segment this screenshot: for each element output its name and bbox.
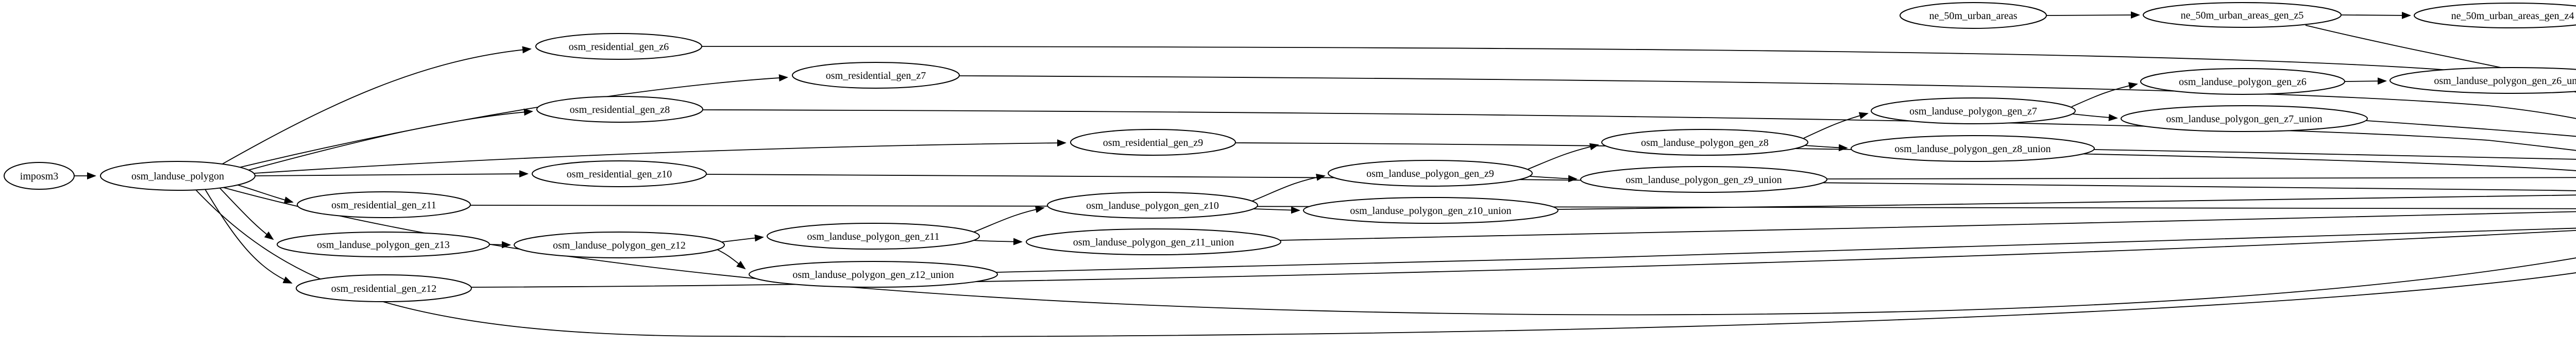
edge-gen-z11-gen-z10: [973, 206, 1045, 233]
edge-gen-z10-gen-z9: [1251, 173, 1326, 202]
node-osm-landuse-polygon-gen-z11-union-label: osm_landuse_polygon_gen_z11_union: [1073, 237, 1234, 248]
edge-gen-z7-z7-union: [2072, 113, 2118, 121]
node-osm-landuse-polygon-gen-z7-union-label: osm_landuse_polygon_gen_z7_union: [2166, 113, 2322, 125]
node-osm-landuse-polygon-gen-z9-union: osm_landuse_polygon_gen_z9_union: [1580, 166, 1827, 193]
node-osm-landuse-polygon: osm_landuse_polygon: [100, 161, 256, 191]
node-osm-landuse-polygon-gen-z7-label: osm_landuse_polygon_gen_z7: [1909, 106, 2037, 117]
node-osm-landuse-polygon-gen-z12-union-label: osm_landuse_polygon_gen_z12_union: [792, 269, 954, 281]
edge-gen-z12-gen-z11: [722, 234, 764, 242]
node-osm-residential-gen-z10: osm_residential_gen_z10: [532, 160, 707, 187]
node-osm-landuse-polygon-gen-z6-union-label: osm_landuse_polygon_gen_z6_union: [2434, 75, 2576, 87]
edge-gen-z9-z9-union: [1530, 175, 1578, 183]
node-osm-residential-gen-z8: osm_residential_gen_z8: [536, 96, 703, 123]
node-ne-50m-urban-areas: ne_50m_urban_areas: [1900, 2, 2047, 29]
node-osm-landuse-polygon-gen-z11-union: osm_landuse_polygon_gen_z11_union: [1026, 228, 1281, 255]
edge-res-z9-row-z9: [1235, 142, 2576, 171]
node-ne-50m-urban-areas-gen-z4: ne_50m_urban_areas_gen_z4: [2414, 3, 2576, 28]
nodes: imposm3 osm_landuse_polygon osm_resident…: [4, 2, 2576, 302]
edge-gen-z8-gen-z7: [1803, 112, 1869, 139]
node-osm-landuse-polygon-gen-z9-label: osm_landuse_polygon_gen_z9: [1366, 168, 1494, 179]
node-osm-residential-gen-z7: osm_residential_gen_z7: [792, 62, 960, 89]
node-osm-landuse-polygon-gen-z8-union-label: osm_landuse_polygon_gen_z8_union: [1894, 143, 2050, 155]
node-osm-landuse-polygon-gen-z10-union-label: osm_landuse_polygon_gen_z10_union: [1350, 205, 1511, 217]
node-osm-residential-gen-z7-label: osm_residential_gen_z7: [826, 70, 926, 81]
node-ne-50m-urban-areas-gen-z5-label: ne_50m_urban_areas_gen_z5: [2181, 10, 2304, 21]
node-osm-landuse-polygon-gen-z12-union: osm_landuse_polygon_gen_z12_union: [749, 261, 998, 288]
node-osm-landuse-polygon-label: osm_landuse_polygon: [131, 171, 224, 182]
edge-gen-z12-z12-union: [717, 249, 746, 270]
node-osm-landuse-polygon-gen-z6: osm_landuse_polygon_gen_z6: [2140, 68, 2345, 95]
node-osm-landuse-polygon-gen-z12-label: osm_landuse_polygon_gen_z12: [553, 240, 686, 251]
edge-olp-res-z12: [205, 189, 293, 284]
edge-olp-res-z10: [255, 170, 529, 178]
node-imposm3: imposm3: [4, 162, 75, 190]
node-osm-landuse-polygon-gen-z7: osm_landuse_polygon_gen_z7: [1871, 97, 2076, 124]
edge-gen-z9-gen-z8: [1528, 143, 1599, 170]
edge-res-z8-row-z8: [702, 109, 2576, 151]
edge-gen-z11-z11-union: [972, 238, 1023, 245]
node-osm-residential-gen-z6-label: osm_residential_gen_z6: [569, 41, 669, 53]
node-osm-landuse-polygon-gen-z7-union: osm_landuse_polygon_gen_z7_union: [2121, 105, 2368, 132]
node-osm-residential-gen-z10-label: osm_residential_gen_z10: [567, 169, 672, 180]
edge-gen-z10-z10-union: [1252, 206, 1300, 214]
edge-z8-union-row-z8: [2093, 149, 2576, 160]
node-osm-landuse-polygon-gen-z13-label: osm_landuse_polygon_gen_z13: [317, 239, 450, 251]
node-ne-50m-urban-areas-gen-z5: ne_50m_urban_areas_gen_z5: [2143, 2, 2342, 28]
node-osm-landuse-polygon-gen-z10-union: osm_landuse_polygon_gen_z10_union: [1303, 197, 1558, 224]
edge-z7-union-row-z7: [2366, 120, 2576, 137]
node-osm-landuse-polygon-gen-z6-union: osm_landuse_polygon_gen_z6_union: [2389, 67, 2576, 94]
node-osm-landuse-polygon-gen-z9-union-label: osm_landuse_polygon_gen_z9_union: [1625, 174, 1782, 186]
edge-z9-union-row-z9: [1826, 177, 2576, 179]
edge-res-z11-row-z11: [470, 205, 2576, 209]
edge-olp-gen-z13: [218, 187, 274, 240]
node-osm-residential-gen-z11-label: osm_residential_gen_z11: [331, 200, 436, 211]
node-osm-landuse-polygon-gen-z12: osm_landuse_polygon_gen_z12: [514, 232, 725, 258]
node-osm-residential-gen-z12-label: osm_residential_gen_z12: [331, 283, 436, 294]
edge-olp-res-z9: [254, 139, 1066, 174]
node-osm-landuse-polygon-gen-z10: osm_landuse_polygon_gen_z10: [1047, 192, 1258, 219]
edge-gen-z7-gen-z6: [2071, 82, 2138, 107]
node-osm-landuse-polygon-gen-z9: osm_landuse_polygon_gen_z9: [1328, 160, 1533, 187]
node-osm-residential-gen-z12: osm_residential_gen_z12: [296, 274, 472, 302]
node-imposm3-label: imposm3: [20, 171, 58, 182]
edge-gen-z13-gen-z12: [489, 241, 511, 249]
edge-olp-res-z11: [231, 183, 294, 204]
node-osm-residential-gen-z6: osm_residential_gen_z6: [535, 33, 702, 60]
node-osm-landuse-polygon-gen-z8-label: osm_landuse_polygon_gen_z8: [1641, 137, 1769, 149]
node-osm-residential-gen-z9-label: osm_residential_gen_z9: [1103, 137, 1203, 149]
edge-gen-z8-z8-union: [1804, 144, 1848, 152]
node-ne-50m-urban-areas-label: ne_50m_urban_areas: [1929, 10, 2017, 22]
node-osm-residential-gen-z8-label: osm_residential_gen_z8: [570, 104, 670, 116]
node-osm-landuse-polygon-gen-z10-label: osm_landuse_polygon_gen_z10: [1086, 200, 1219, 211]
node-osm-landuse-polygon-gen-z11: osm_landuse_polygon_gen_z11: [767, 223, 980, 250]
node-osm-residential-gen-z9: osm_residential_gen_z9: [1070, 129, 1236, 156]
node-osm-landuse-polygon-gen-z11-label: osm_landuse_polygon_gen_z11: [807, 231, 939, 242]
node-osm-landuse-polygon-gen-z8: osm_landuse_polygon_gen_z8: [1601, 129, 1808, 156]
edge-olp-res-z7: [234, 74, 788, 169]
edge-olp-res-z8: [246, 108, 533, 171]
edge-z11-union-row-z11: [1280, 211, 2576, 241]
node-osm-landuse-polygon-gen-z13: osm_landuse_polygon_gen_z13: [277, 232, 490, 257]
node-ne-50m-urban-areas-gen-z4-label: ne_50m_urban_areas_gen_z4: [2451, 10, 2574, 22]
edge-olp-res-z6: [220, 46, 532, 166]
node-osm-landuse-polygon-gen-z6-label: osm_landuse_polygon_gen_z6: [2179, 76, 2307, 88]
node-osm-residential-gen-z11: osm_residential_gen_z11: [297, 191, 471, 218]
edge-res-z7-row-z7: [959, 75, 2576, 119]
node-osm-landuse-polygon-gen-z8-union: osm_landuse_polygon_gen_z8_union: [1851, 135, 2095, 162]
